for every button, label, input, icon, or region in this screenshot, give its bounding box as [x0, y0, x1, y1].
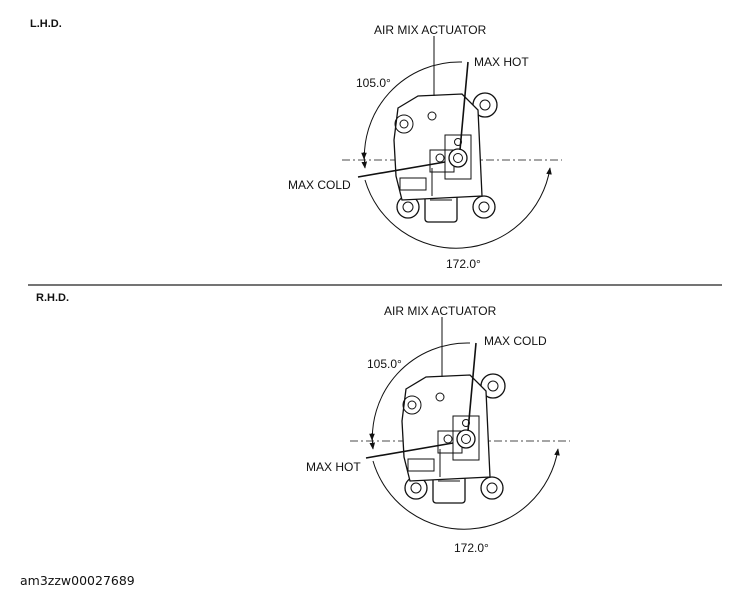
lhd-top-position-label: MAX HOT — [474, 55, 529, 69]
small-angle-arc — [369, 342, 471, 450]
rhd-left-position-label: MAX HOT — [306, 460, 361, 474]
output-shaft — [456, 429, 476, 449]
output-lever — [444, 134, 472, 180]
rhd-heading: R.H.D. — [36, 292, 69, 304]
lhd-small-angle: 105.0° — [356, 76, 391, 90]
lhd-heading: L.H.D. — [30, 18, 62, 30]
large-angle-arc — [372, 448, 560, 530]
mount-ear-bottom-right — [480, 476, 504, 500]
output-shaft — [448, 148, 468, 168]
max-cold-line — [357, 161, 446, 178]
large-angle-arc — [364, 167, 552, 249]
rhd-actuator-drawing — [350, 317, 570, 530]
lhd-left-position-label: MAX COLD — [288, 178, 351, 192]
rhd-small-angle: 105.0° — [367, 357, 402, 371]
lhd-actuator-drawing — [342, 36, 562, 249]
rhd-top-position-label: MAX COLD — [484, 334, 547, 348]
actuator-housing — [401, 374, 491, 482]
actuator-housing — [393, 93, 483, 201]
rhd-part-label: AIR MIX ACTUATOR — [384, 304, 497, 318]
small-angle-arc — [361, 61, 463, 169]
max-hot-line — [459, 61, 469, 151]
rhd-large-angle: 172.0° — [454, 541, 489, 555]
output-lever — [452, 415, 480, 461]
max-hot-line — [365, 442, 454, 459]
figure-code: am3zzw00027689 — [20, 573, 135, 588]
lhd-part-label: AIR MIX ACTUATOR — [374, 23, 487, 37]
max-cold-line — [467, 342, 477, 432]
rhd-section: R.H.D. — [36, 292, 570, 555]
lhd-section: L.H.D. — [30, 18, 562, 271]
lhd-large-angle: 172.0° — [446, 257, 481, 271]
mount-ear-bottom-right — [472, 195, 496, 219]
